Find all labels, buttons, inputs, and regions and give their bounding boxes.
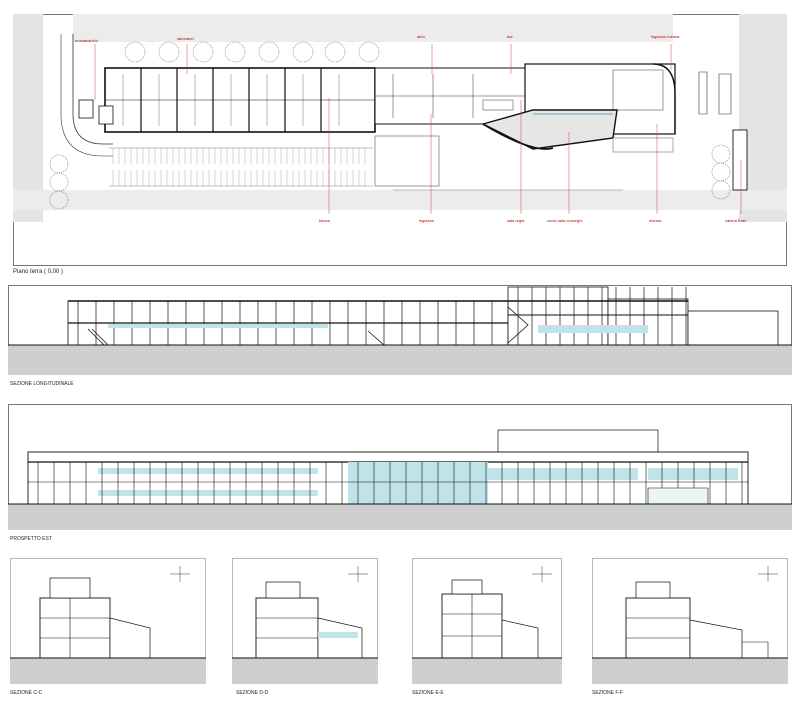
section-cc-caption: SEZIONE C-C xyxy=(10,690,43,696)
label-ingresso-mensa: ingresso mensa xyxy=(651,34,680,39)
ground-floor-plan: montacarichi laboratori atrio bar ingres… xyxy=(13,14,787,266)
section-cc-drawing xyxy=(10,558,206,684)
longitudinal-section-caption: SEZIONE LONGITUDINALE xyxy=(10,381,74,387)
label-cabina-enel: cabina Enel xyxy=(725,218,746,223)
section-ff xyxy=(592,558,788,684)
east-elevation xyxy=(8,404,792,530)
label-sala-regia: sala regia xyxy=(507,218,525,223)
longitudinal-section xyxy=(8,285,792,375)
section-dd-drawing xyxy=(232,558,378,684)
plan-title: Piano terra ( 0,00 ) xyxy=(13,269,64,275)
section-dd-caption: SEZIONE D-D xyxy=(236,690,269,696)
label-vuoto-sala-convegni: vuoto sala convegni xyxy=(547,218,583,223)
plan-drawing xyxy=(13,14,787,266)
label-laboratori: laboratori xyxy=(177,36,194,41)
label-bar: bar xyxy=(507,34,513,39)
section-ee-drawing xyxy=(412,558,562,684)
section-dd xyxy=(232,558,378,684)
section-ff-drawing xyxy=(592,558,788,684)
section-ee xyxy=(412,558,562,684)
section-ee-caption: SEZIONE E-E xyxy=(412,690,444,696)
section-ff-caption: SEZIONE F-F xyxy=(592,690,624,696)
east-elevation-caption: PROSPETTO EST xyxy=(10,536,52,542)
label-ingresso: ingresso xyxy=(419,218,435,223)
east-elevation-drawing xyxy=(8,404,792,530)
label-banca: banca xyxy=(319,218,330,223)
section-cc xyxy=(10,558,206,684)
label-atrio: atrio xyxy=(417,34,425,39)
longitudinal-section-drawing xyxy=(8,285,792,375)
label-montacarichi: montacarichi xyxy=(75,38,98,43)
label-mensa: mensa xyxy=(649,218,662,223)
